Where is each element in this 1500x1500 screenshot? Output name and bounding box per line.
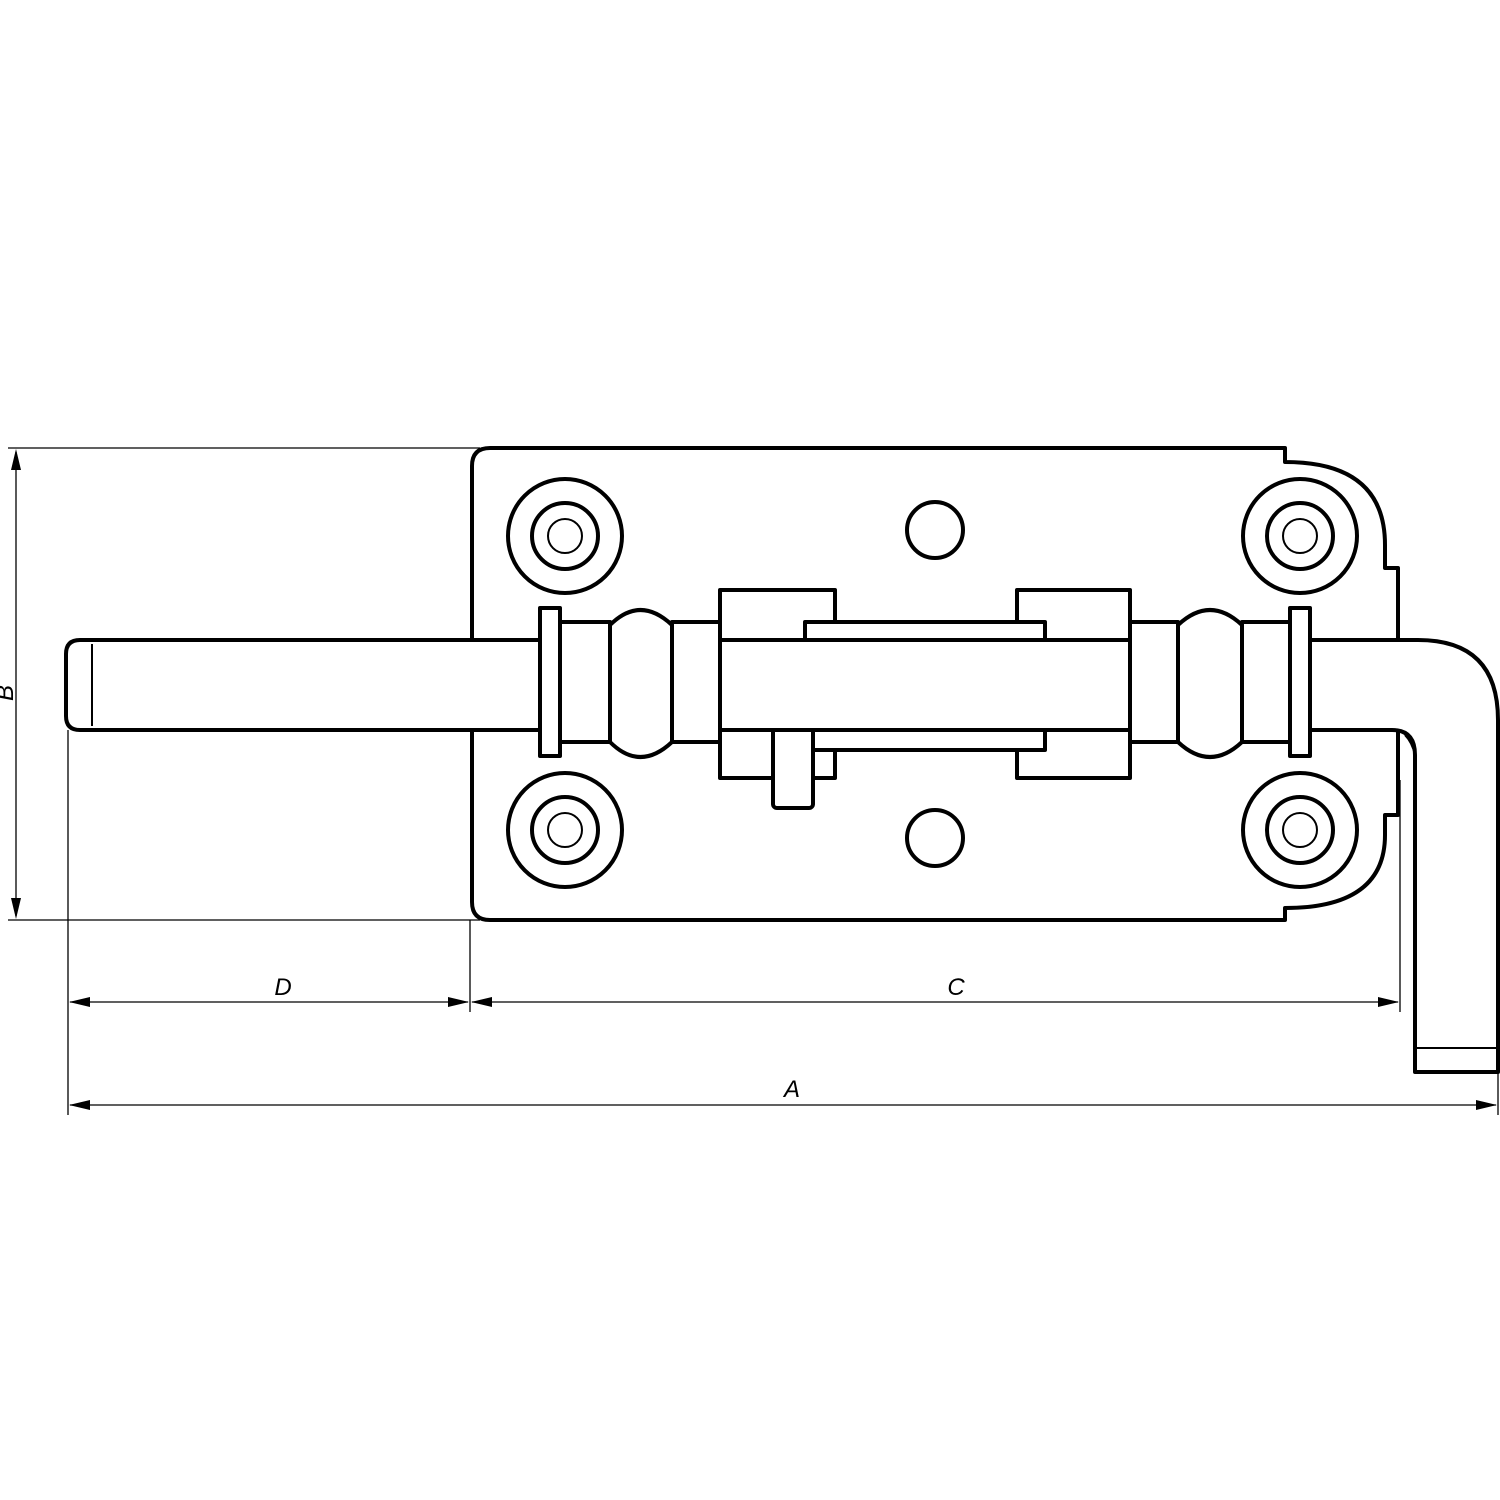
mounting-hole-top (905, 500, 965, 560)
bead-left (608, 608, 674, 759)
collar-right-2 (1240, 620, 1292, 744)
mounting-hole-bottom (905, 808, 965, 868)
dimension-label-b: B (0, 685, 19, 701)
screw-boss-bottom-left (506, 771, 624, 889)
dimension-label-d: D (274, 974, 291, 1001)
washer-right (1288, 606, 1312, 758)
collar-left (558, 620, 612, 744)
dimension-a: A (69, 1076, 1497, 1110)
screw-boss-top-left (506, 477, 624, 595)
collar-right (1128, 620, 1180, 744)
handle-inner-edge (1404, 734, 1416, 756)
bent-handle (1288, 638, 1500, 1074)
screw-boss-top-right (1241, 477, 1359, 595)
dimension-d: D (69, 974, 469, 1007)
dimension-c: C (471, 974, 1399, 1007)
dimension-b: B (0, 449, 21, 919)
handle-knob-pin (771, 726, 815, 810)
washer-left (538, 606, 562, 758)
bead-right (1176, 608, 1244, 759)
extension-lines (8, 447, 1499, 1115)
dimension-label-c: C (947, 974, 965, 1001)
collar-left-2 (670, 620, 722, 744)
screw-boss-bottom-right (1241, 771, 1359, 889)
dimension-label-a: A (782, 1076, 800, 1103)
spring-channel-bottom (803, 728, 1047, 752)
